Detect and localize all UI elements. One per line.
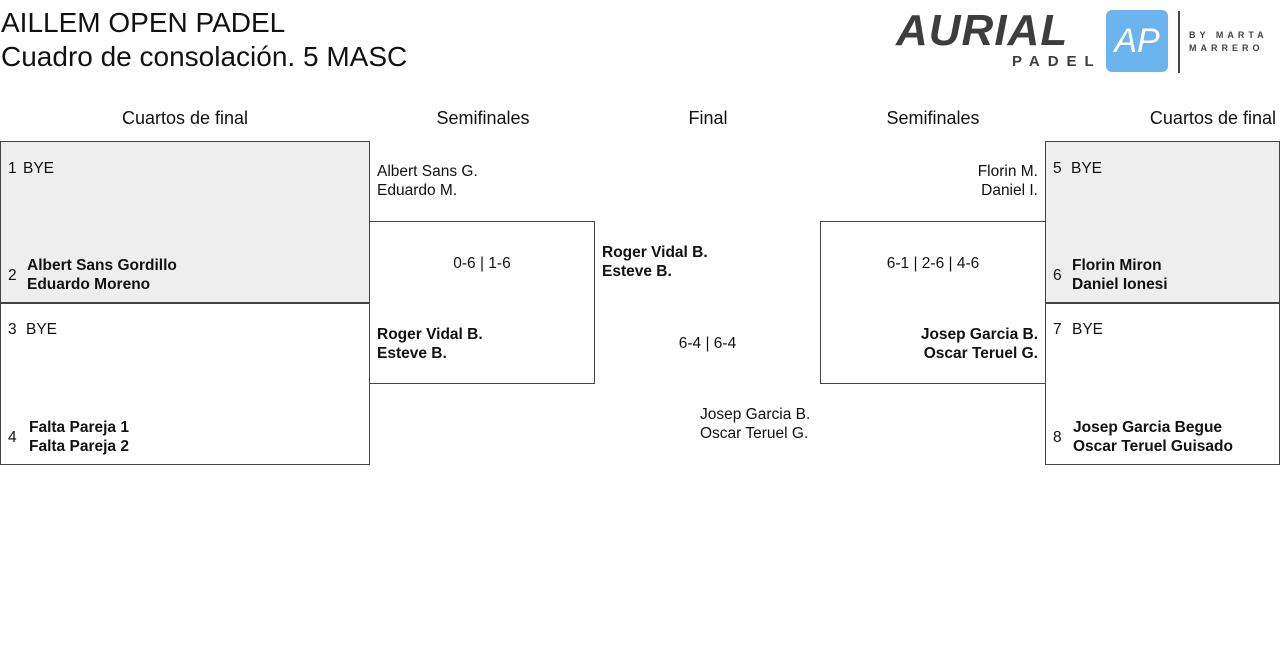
round-header: Cuartos de final (1149, 108, 1276, 128)
logo-divider (1178, 11, 1180, 73)
ap-mark-icon: AP (1106, 10, 1168, 72)
score: 0-6 | 1-6 (453, 255, 511, 272)
score: 6-1 | 2-6 | 4-6 (886, 255, 980, 272)
final-winner: Roger Vidal B.Esteve B. (602, 244, 708, 280)
team: Florin M.Daniel I. (977, 163, 1038, 199)
page-subtitle: Cuadro de consolación. 5 MASC (1, 41, 408, 72)
sf-match-right: 6-1 | 2-6 | 4-6 Josep Garcia B.Oscar Ter… (820, 221, 1046, 384)
seed: 8 (1053, 429, 1062, 446)
round-header: Cuartos de final (121, 108, 249, 128)
seed: 7 (1053, 321, 1062, 338)
seed: 5 (1053, 160, 1062, 177)
final-score: 6-4 | 6-4 (678, 335, 737, 352)
logo-byline: BY MARTA (1189, 30, 1268, 40)
team: BYE (23, 160, 55, 177)
team: Josep Garcia B.Oscar Teruel G. (920, 326, 1038, 362)
logo-sub: PADEL (1012, 53, 1102, 70)
seed: 3 (8, 321, 17, 338)
sf-match-left: 0-6 | 1-6 Roger Vidal B.Esteve B. (369, 221, 595, 384)
team: Josep Garcia B.Oscar Teruel G. (700, 406, 811, 442)
aurial-logo: AURIAL PADEL AP BY MARTA MARRERO (896, 8, 1276, 76)
team: BYE (26, 321, 58, 338)
page-title: AILLEM OPEN PADEL (1, 7, 286, 38)
logo-byline: MARRERO (1189, 43, 1264, 53)
team: BYE (1072, 321, 1104, 338)
round-header: Semifinales (436, 108, 530, 128)
team: Roger Vidal B.Esteve B. (377, 326, 483, 362)
seed: 1 (8, 160, 17, 177)
team: BYE (1071, 160, 1103, 177)
seed: 2 (8, 267, 17, 284)
seed: 6 (1053, 267, 1062, 284)
round-header: Final (688, 108, 728, 128)
round-header: Semifinales (886, 108, 980, 128)
logo-wordmark: AURIAL (896, 6, 1069, 55)
team: Albert Sans G.Eduardo M. (377, 163, 478, 199)
seed: 4 (8, 429, 17, 446)
